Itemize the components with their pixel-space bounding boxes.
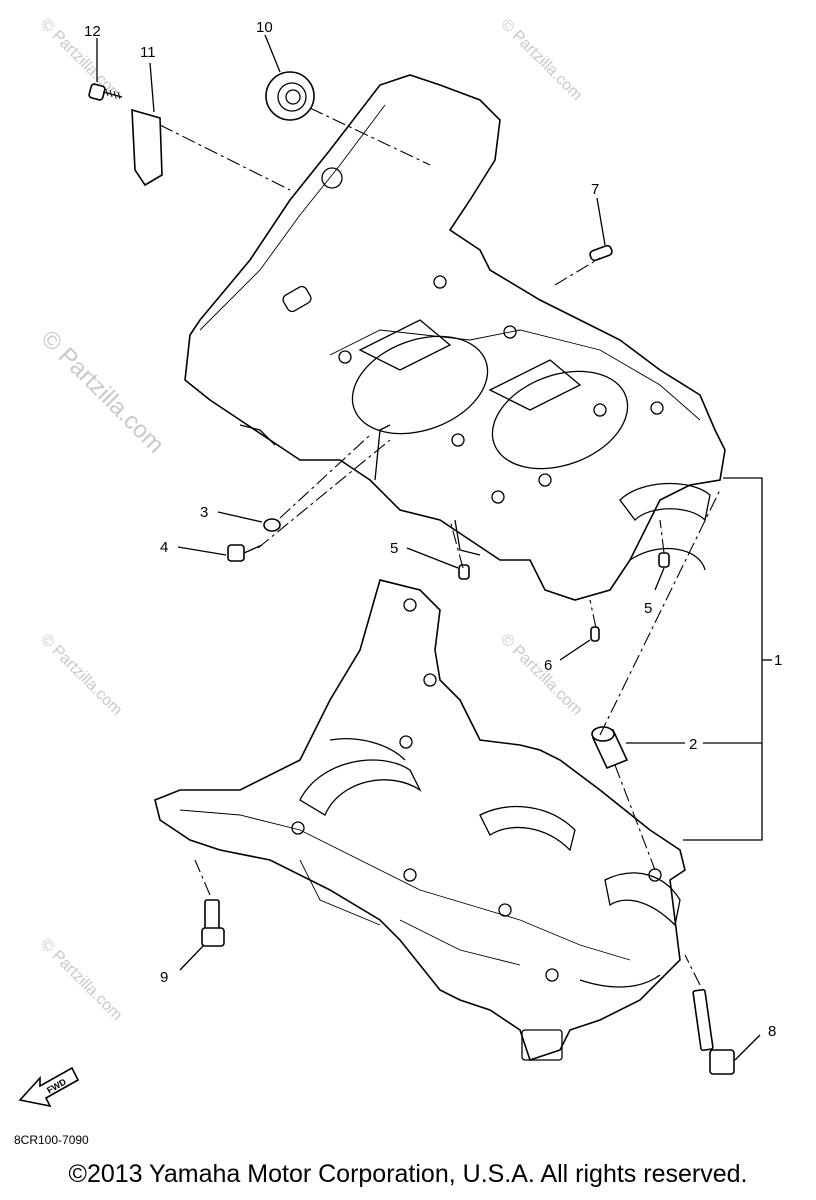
callout-6: 6 xyxy=(544,657,552,674)
part-12-bolt xyxy=(88,83,123,101)
callout-2: 2 xyxy=(689,736,697,753)
part-2-sleeve xyxy=(591,726,629,770)
callout-9: 9 xyxy=(160,969,168,986)
part-5-dowel xyxy=(658,552,670,568)
part-5-dowel xyxy=(458,564,470,580)
watermark: © Partzilla.com xyxy=(497,16,585,104)
callout-11: 11 xyxy=(140,44,156,61)
callout-5: 5 xyxy=(390,540,398,557)
watermark-large: © Partzilla.com xyxy=(36,325,169,458)
callout-labels: 1 2 3 4 5 5 6 7 8 9 10 11 12 xyxy=(84,19,782,1040)
part-7-pin xyxy=(589,244,613,262)
lower-crankcase xyxy=(154,579,686,1062)
callout-3: 3 xyxy=(200,504,208,521)
diagram-code: 8CR100-7090 xyxy=(14,1133,89,1147)
leader-lines xyxy=(96,34,772,1061)
watermark: © Partzilla.com xyxy=(37,936,125,1024)
watermark: © Partzilla.com xyxy=(37,16,125,104)
watermark: © Partzilla.com xyxy=(37,631,125,719)
part-11-bracket xyxy=(131,108,163,187)
callout-1: 1 xyxy=(774,652,782,669)
callout-4: 4 xyxy=(160,539,168,556)
part-6-pin xyxy=(590,626,600,642)
callout-8: 8 xyxy=(768,1023,776,1040)
part-4-bolt xyxy=(227,544,263,562)
fwd-arrow-icon: FWD xyxy=(18,1066,80,1108)
callout-12: 12 xyxy=(84,23,101,40)
part-9-bolt xyxy=(201,899,225,947)
small-parts xyxy=(88,71,735,1075)
copyright-notice: ©2013 Yamaha Motor Corporation, U.S.A. A… xyxy=(68,1160,748,1188)
part-10-seal xyxy=(265,71,315,121)
callout-5: 5 xyxy=(644,600,652,617)
upper-crankcase xyxy=(184,74,726,601)
callout-7: 7 xyxy=(591,181,599,198)
part-8-bolt xyxy=(692,988,735,1075)
callout-10: 10 xyxy=(256,19,273,36)
part-3-washer xyxy=(263,518,281,532)
watermark: © Partzilla.com xyxy=(497,631,585,719)
